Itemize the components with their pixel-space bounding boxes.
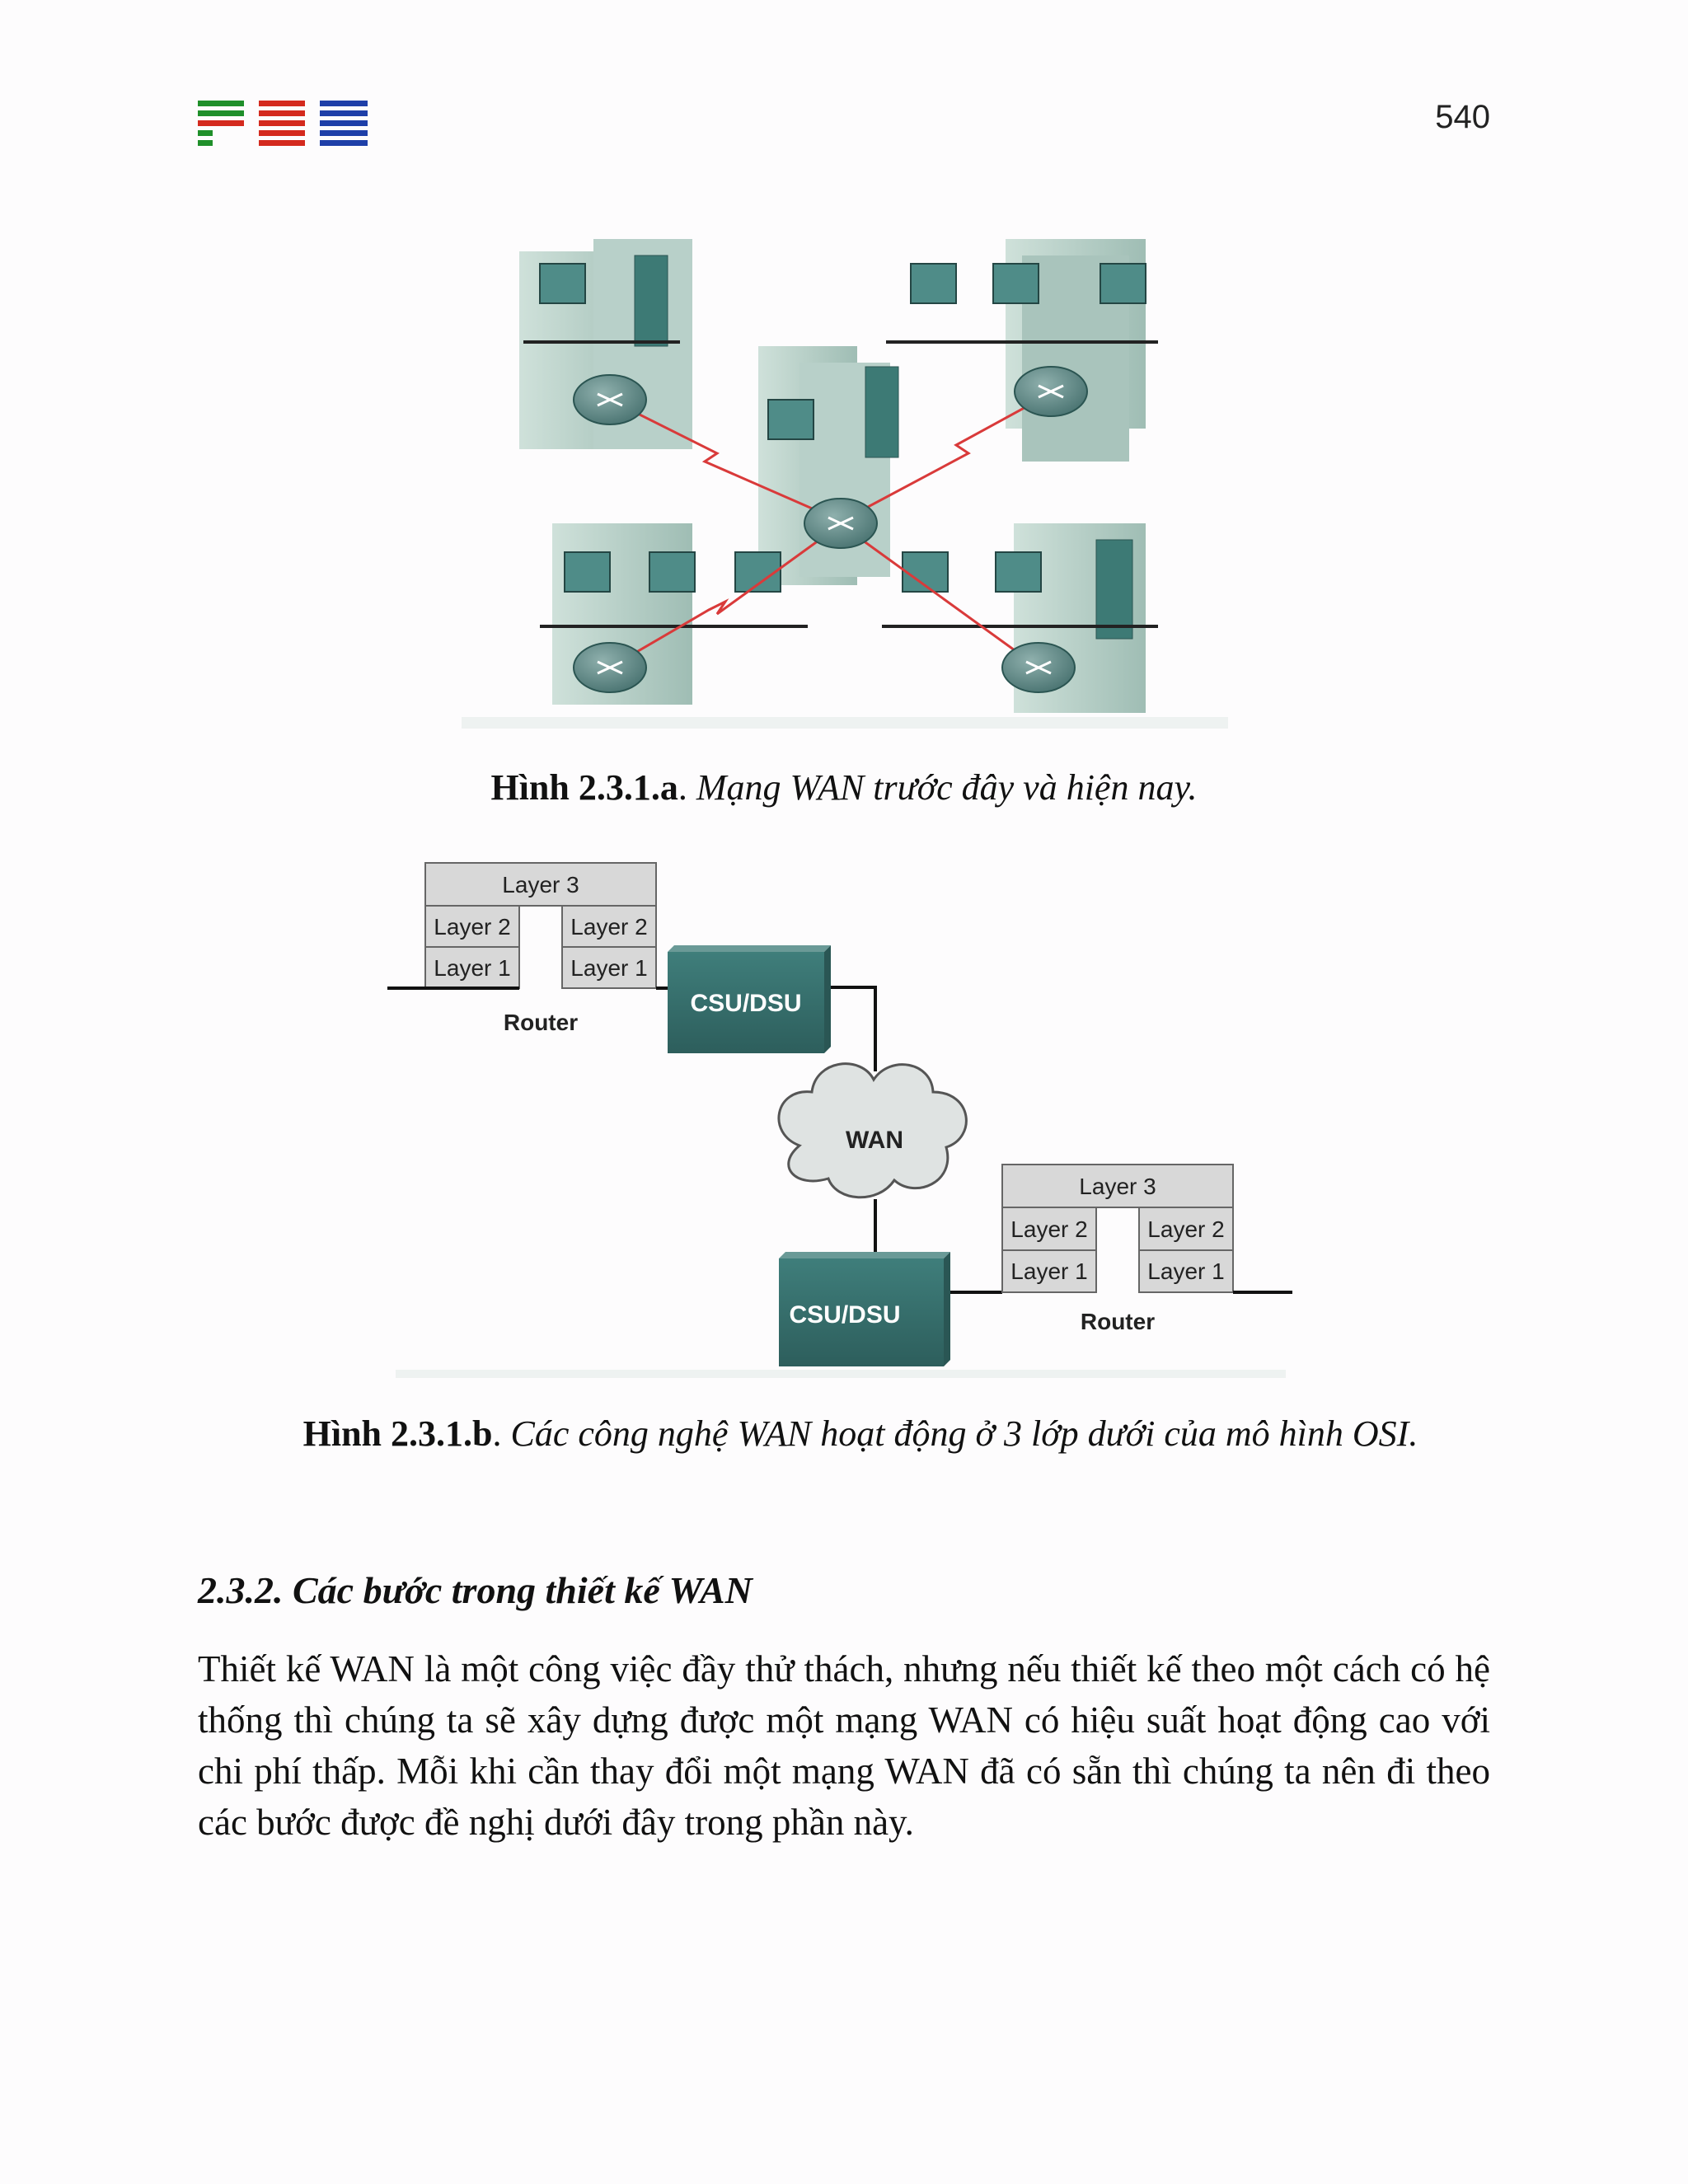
logo-letter-h xyxy=(320,101,368,146)
layer-label: Layer 1 xyxy=(570,955,647,981)
workstation-icon xyxy=(564,551,611,593)
layer3-box xyxy=(1001,1164,1234,1208)
workstation-icon xyxy=(992,263,1039,304)
page-number: 540 xyxy=(1435,99,1490,135)
wan-link xyxy=(844,526,1039,669)
layer-label: Layer 2 xyxy=(1010,1216,1087,1242)
router-icon xyxy=(1014,366,1088,417)
layer-label: Layer 2 xyxy=(434,914,510,940)
figure-a-caption-label: Hình 2.3.1.a xyxy=(490,767,678,808)
csu-dsu-label: CSU/DSU xyxy=(789,1301,900,1329)
router-bottom-stack: Layer 3 Layer 2 Layer 1 Layer 2 Layer 1 … xyxy=(1001,1164,1234,1334)
server-icon xyxy=(865,366,899,458)
workstation-icon xyxy=(902,551,949,593)
figure-base-shadow xyxy=(462,717,1228,729)
workstation-icon xyxy=(539,263,586,304)
body-paragraph: Thiết kế WAN là một công việc đầy thử th… xyxy=(198,1648,1490,1843)
figure-b-caption-text: Các công nghệ WAN hoạt động ở 3 lớp dưới… xyxy=(510,1413,1418,1454)
workstation-icon xyxy=(1100,263,1146,304)
wan-cloud: WAN xyxy=(777,1062,968,1199)
pnh-logo xyxy=(198,101,368,146)
figure-osi-wan-layers: Layer 3 Layer 2 Layer 1 Layer 2 Layer 1 … xyxy=(387,862,1292,1378)
layer3-box xyxy=(424,862,657,907)
layer1-box xyxy=(561,946,657,989)
layer2-box xyxy=(561,905,657,948)
layer3-label: Layer 3 xyxy=(1079,1174,1156,1199)
router-icon xyxy=(1001,642,1076,693)
wan-cloud-label: WAN xyxy=(846,1127,903,1154)
wan-connection-line xyxy=(831,986,877,1071)
logo-letter-p xyxy=(198,101,244,146)
workstation-icon xyxy=(910,263,957,304)
layer2-box xyxy=(1138,1207,1234,1251)
csu-dsu-top: CSU/DSU xyxy=(668,945,831,1053)
figure-wan-topology xyxy=(462,239,1228,729)
logo-letter-n xyxy=(259,101,305,146)
layer3-label: Layer 3 xyxy=(502,872,579,898)
figure-base-shadow xyxy=(396,1370,1286,1378)
layer-label: Layer 1 xyxy=(434,955,510,981)
figure-b-caption: Hình 2.3.1.b. Các công nghệ WAN hoạt độn… xyxy=(302,1413,1418,1454)
workstation-icon xyxy=(995,551,1042,593)
router-top-stack: Layer 3 Layer 2 Layer 1 Layer 2 Layer 1 … xyxy=(424,862,657,1035)
workstation-icon xyxy=(649,551,696,593)
figure-b-caption-label: Hình 2.3.1.b xyxy=(302,1413,493,1454)
layer-label: Layer 2 xyxy=(1147,1216,1224,1242)
router-icon xyxy=(573,642,647,693)
router-icon xyxy=(573,374,647,425)
router-label: Router xyxy=(504,1010,578,1035)
layer-label: Layer 1 xyxy=(1010,1258,1087,1284)
wan-link xyxy=(609,398,837,521)
figure-a-caption-text: Mạng WAN trước đây và hiện nay. xyxy=(696,767,1198,808)
layer1-box xyxy=(1138,1249,1234,1293)
server-icon xyxy=(634,255,668,347)
server-icon xyxy=(1095,539,1133,640)
figure-a-caption: Hình 2.3.1.a. Mạng WAN trước đây và hiện… xyxy=(490,767,1198,808)
layer-label: Layer 2 xyxy=(570,914,647,940)
section-heading: 2.3.2. Các bước trong thiết kế WAN xyxy=(198,1569,753,1611)
router-icon xyxy=(804,498,878,549)
wan-link xyxy=(844,394,1048,521)
layer1-box xyxy=(1001,1249,1097,1293)
csu-dsu-bottom: CSU/DSU xyxy=(779,1252,950,1366)
wan-link xyxy=(609,526,837,669)
csu-dsu-label: CSU/DSU xyxy=(690,990,801,1017)
router-label: Router xyxy=(1081,1309,1155,1334)
workstation-icon xyxy=(767,399,814,440)
layer-label: Layer 1 xyxy=(1147,1258,1224,1284)
layer1-box xyxy=(424,946,520,989)
